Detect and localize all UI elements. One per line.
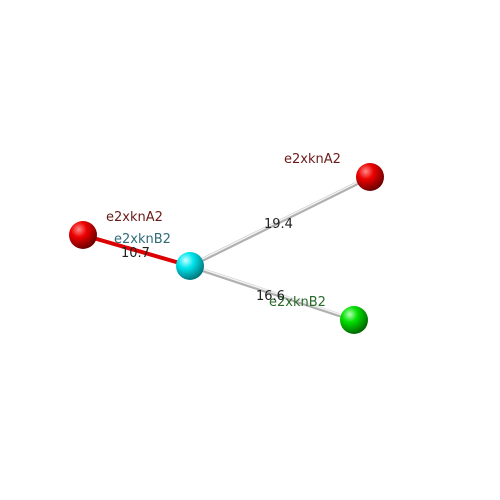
- node-n3[interactable]: [356, 163, 384, 191]
- edge-label-n1-n2: 10.7: [121, 246, 150, 261]
- edge-n2-n4: [188, 264, 356, 322]
- node-label-n2: e2xknB2: [114, 232, 171, 247]
- node-n1[interactable]: [69, 221, 97, 249]
- edge-n2-n4-highlight: [189, 264, 355, 320]
- edge-label-n2-n3: 19.4: [264, 217, 293, 232]
- node-n2[interactable]: [176, 252, 204, 280]
- edge-n2-n3-highlight: [189, 175, 371, 266]
- nodes: [69, 163, 384, 334]
- edges: [81, 175, 372, 322]
- edge-labels: 10.7 19.4 16.6: [121, 217, 293, 304]
- node-n4[interactable]: [340, 306, 368, 334]
- node-label-n1: e2xknA2: [106, 210, 163, 225]
- edge-n2-n3: [188, 175, 372, 268]
- node-labels: e2xknA2 e2xknA2 e2xknB2 e2xknB2: [106, 152, 341, 310]
- node-label-n4: e2xknB2: [269, 295, 326, 310]
- edge-label-n2-n4: 16.6: [256, 289, 285, 304]
- node-label-n3: e2xknA2: [284, 152, 341, 167]
- edge-n1-n2: [81, 233, 192, 268]
